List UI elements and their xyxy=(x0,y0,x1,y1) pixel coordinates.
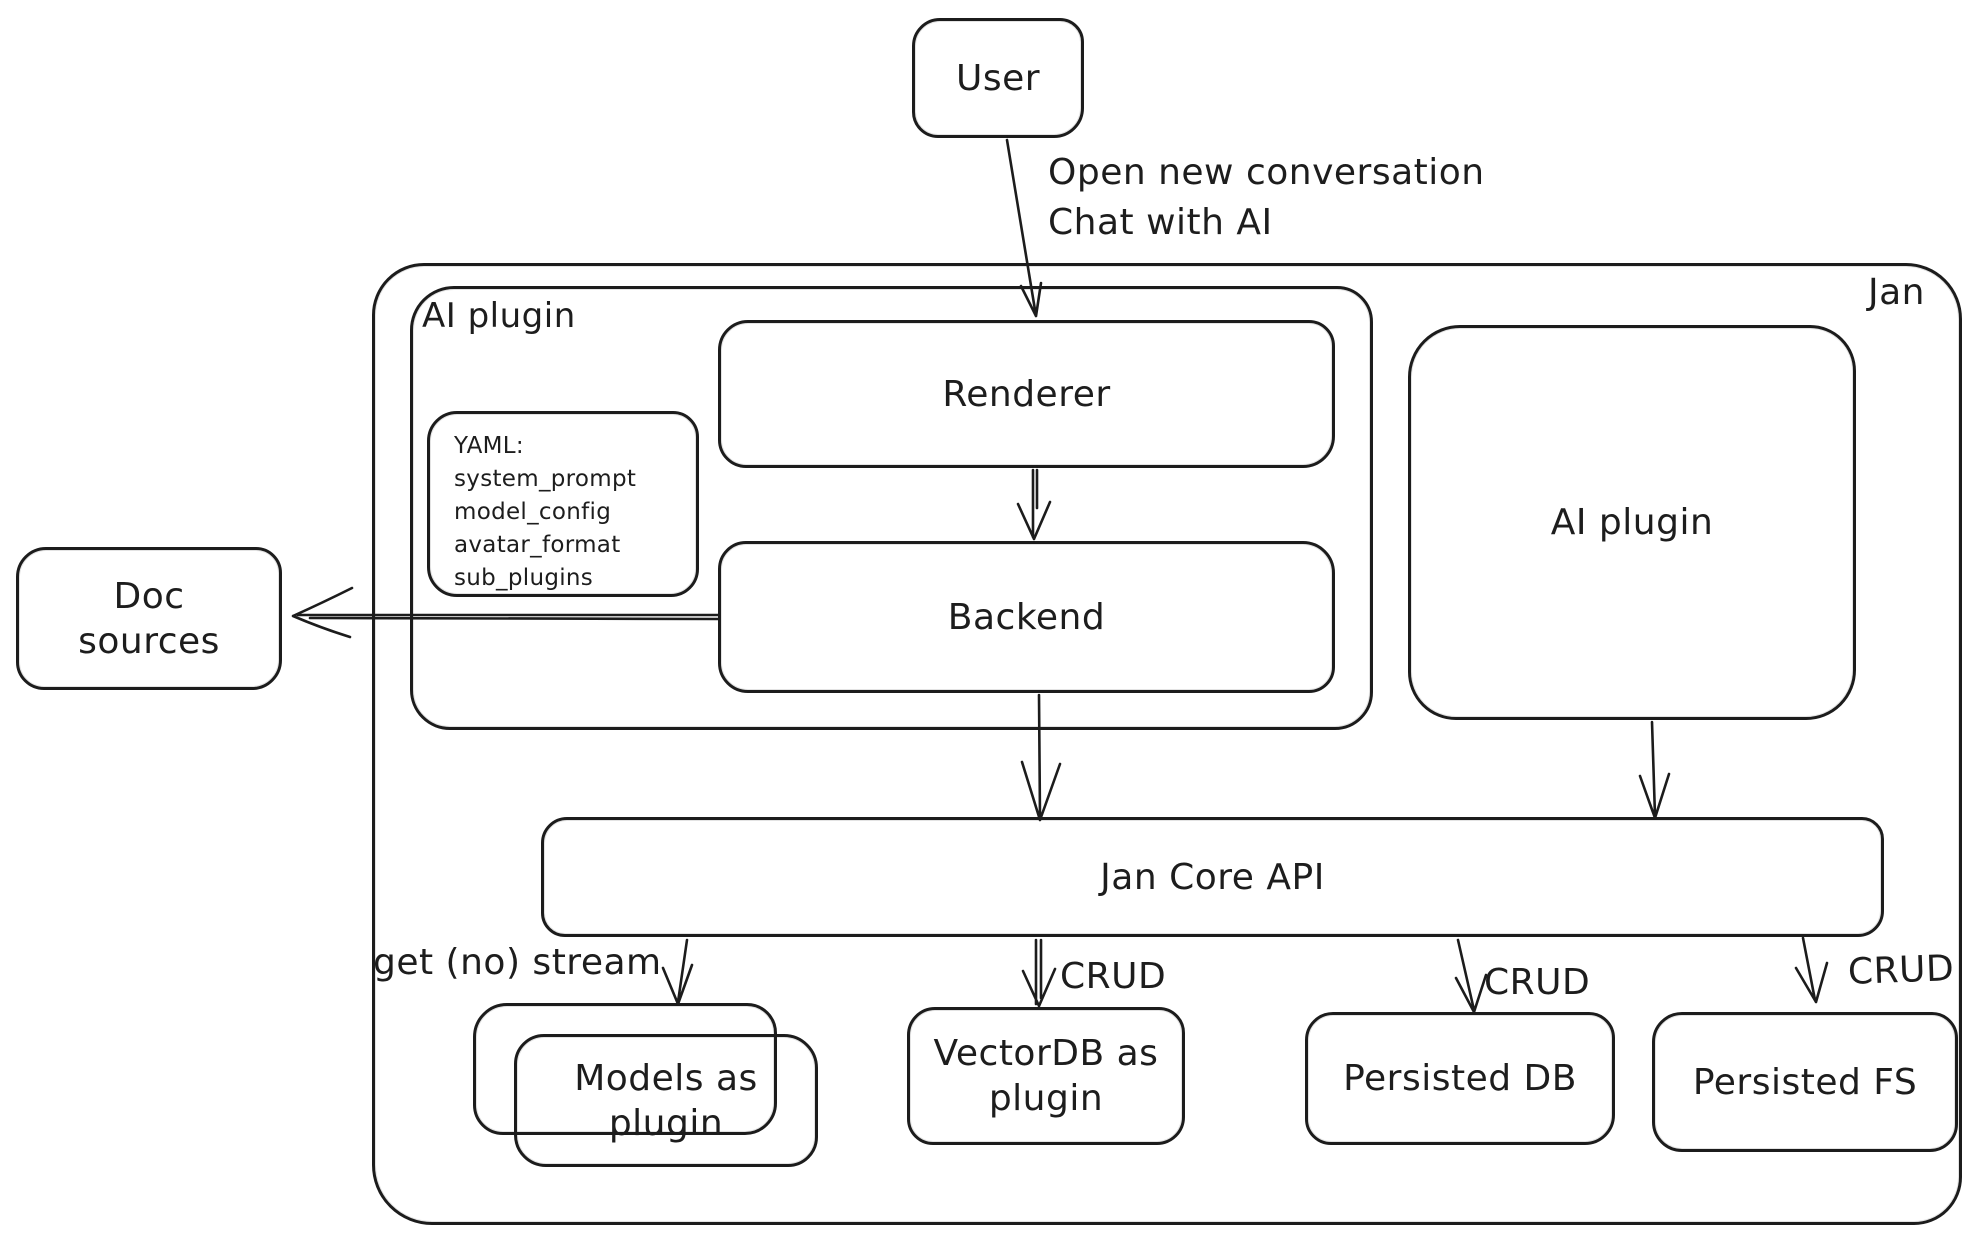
edge-label-crud-vectordb: CRUD xyxy=(1060,956,1167,997)
persisted-fs-node-label: Persisted FS xyxy=(1692,1061,1918,1103)
vectordb-node-label: VectorDB as plugin xyxy=(933,1033,1159,1119)
doc-sources-node: Doc sources xyxy=(16,547,282,690)
renderer-node: Renderer xyxy=(718,320,1335,468)
persisted-db-node-label: Persisted DB xyxy=(1343,1058,1577,1099)
yaml-note-text: YAML: system_prompt model_config avatar_… xyxy=(454,433,637,591)
ai-plugin-right-node-label: AI plugin xyxy=(1550,502,1714,543)
edge-label-open-new-conversation: Open new conversation xyxy=(1048,152,1485,193)
doc-sources-node-label: Doc sources xyxy=(78,575,220,662)
user-node: User xyxy=(912,18,1084,138)
jan-container xyxy=(372,263,1962,1225)
edge-label-get-no-stream: get (no) stream xyxy=(373,942,662,983)
yaml-note: YAML: system_prompt model_config avatar_… xyxy=(427,411,699,597)
ai-plugin-container-label: AI plugin xyxy=(422,296,576,336)
edge-label-crud-persisted-db: CRUD xyxy=(1484,962,1591,1003)
vectordb-node: VectorDB as plugin xyxy=(907,1007,1185,1145)
edge-label-crud-persisted-fs: CRUD xyxy=(1847,948,1955,993)
jan-container-label: Jan xyxy=(1868,272,1925,313)
models-node-back-box xyxy=(473,1003,777,1135)
jan-core-api-node: Jan Core API xyxy=(541,817,1884,937)
persisted-fs-node: Persisted FS xyxy=(1652,1012,1958,1152)
renderer-node-label: Renderer xyxy=(942,373,1111,415)
models-node-label: Models as plugin xyxy=(574,1057,758,1144)
backend-node-label: Backend xyxy=(947,596,1106,638)
jan-core-api-node-label: Jan Core API xyxy=(1100,856,1325,898)
ai-plugin-right-node: AI plugin xyxy=(1408,325,1856,720)
backend-node: Backend xyxy=(718,541,1335,693)
models-node: Models as plugin xyxy=(514,1034,818,1167)
persisted-db-node: Persisted DB xyxy=(1305,1012,1615,1145)
ai-plugin-container xyxy=(410,286,1373,730)
user-node-label: User xyxy=(955,57,1041,99)
edge-label-chat-with-ai: Chat with AI xyxy=(1048,202,1273,243)
